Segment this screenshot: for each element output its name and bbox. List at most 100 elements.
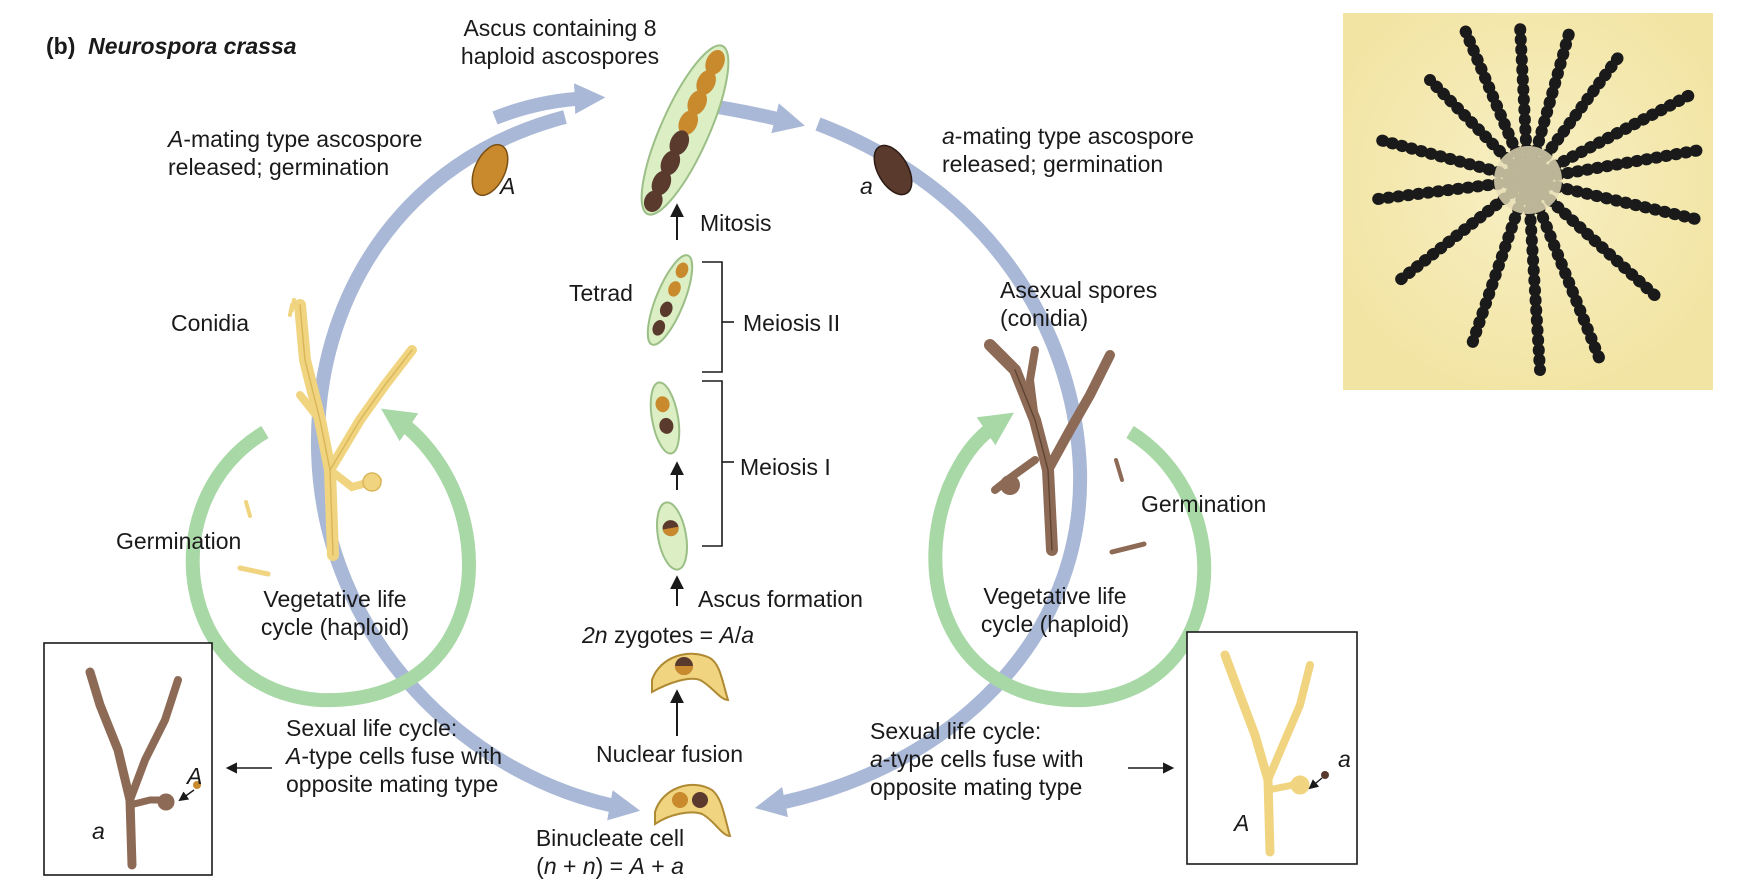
zygote-slash: /	[734, 622, 742, 648]
sexual-cycle-arrow-left	[310, 110, 641, 821]
meiosis1-bracket	[702, 380, 723, 547]
right-sexual-line2: a-type cells fuse with	[870, 745, 1084, 773]
asexual-line2: (conidia)	[1000, 305, 1089, 331]
right-veg-line1: Vegetative life	[983, 583, 1127, 609]
bn-n1: n	[543, 853, 557, 879]
left-conidium-fragment	[237, 565, 271, 577]
asexual-spores-label: Asexual spores (conidia)	[1000, 276, 1157, 332]
species-name: Neurospora crassa	[88, 33, 297, 59]
left-box-mycelium-label: a	[92, 818, 105, 844]
right-germination-label: Germination	[1141, 491, 1267, 517]
sexual-cycle-arrow-top-left	[492, 83, 606, 125]
right-box-cell-label: a	[1338, 746, 1351, 772]
nuclear-fusion-label: Nuclear fusion	[596, 741, 744, 767]
left-veg-arrow	[185, 408, 476, 708]
a-ascospore-label-rest: -mating type ascospore	[954, 123, 1194, 149]
left-veg-line2: cycle (haploid)	[260, 614, 410, 640]
zygote-cell-icon	[651, 652, 730, 702]
tetrad-ascus-icon	[646, 254, 694, 346]
binucleate-line1: Binucleate cell	[535, 825, 685, 851]
zygote-A: A	[719, 622, 735, 648]
A-ascospore-icon	[471, 143, 509, 197]
meiosis2-bracket	[702, 261, 723, 373]
right-vegetative-label: Vegetative life cycle (haploid)	[955, 582, 1155, 638]
meiosis-ascus-2-nuclei-icon	[649, 381, 681, 455]
right-conidium-fragment-2	[1114, 458, 1124, 482]
right-sexual-line3: opposite mating type	[870, 774, 1083, 800]
left-box-cell-label: A	[187, 763, 203, 789]
left-fusion-arrow	[178, 789, 195, 802]
left-sexual-symbol: A	[286, 743, 302, 769]
bn-eq: ) =	[595, 853, 630, 879]
mitosis-label: Mitosis	[700, 210, 772, 236]
right-sexual-label: Sexual life cycle: a-type cells fuse wit…	[870, 717, 1084, 801]
left-germination-label: Germination	[116, 528, 242, 554]
A-mycelium-small-icon	[1220, 650, 1314, 857]
right-veg-line2: cycle (haploid)	[980, 611, 1130, 637]
right-sexual-rest: -type cells fuse with	[882, 746, 1084, 772]
right-conidium-fragment	[1109, 541, 1147, 555]
ascus-8-spores-icon	[640, 44, 730, 216]
a-cell-small-icon	[1321, 771, 1329, 779]
right-vegetative-cycle	[928, 412, 1212, 708]
a-symbol: a	[942, 123, 955, 149]
bn-plus: +	[556, 853, 583, 879]
young-ascus-icon	[656, 501, 688, 571]
left-vegetative-label: Vegetative life cycle (haploid)	[240, 585, 430, 641]
right-sexual-line1: Sexual life cycle:	[870, 718, 1042, 744]
left-veg-line1: Vegetative life	[263, 586, 407, 612]
left-sexual-line3: opposite mating type	[286, 771, 499, 797]
zygote-text: zygotes =	[607, 622, 720, 648]
tetrad-label: Tetrad	[569, 280, 633, 306]
a-mycelium-small-icon	[85, 667, 182, 870]
left-sexual-line1: Sexual life cycle:	[286, 715, 458, 741]
meiosis2-label: Meiosis II	[743, 310, 841, 336]
a-ascospore-icon	[873, 144, 913, 196]
A-ascospore-label-rest: -mating type ascospore	[183, 126, 423, 152]
bn-n2: n	[582, 853, 596, 879]
binucleate-cell-icon	[654, 784, 732, 838]
right-fusion-arrow	[1308, 777, 1323, 790]
bn-plus2: +	[644, 853, 672, 879]
right-sexual-symbol: a	[870, 746, 883, 772]
zygote-2n: 2n	[582, 622, 608, 648]
bn-open: (	[536, 853, 544, 879]
a-ascospore-label: a-mating type ascospore released; germin…	[942, 122, 1194, 178]
A-cell-small-icon	[193, 781, 201, 789]
ascus-label: Ascus containing 8 haploid ascospores	[425, 14, 695, 70]
A-ascospore-label-line2: released; germination	[168, 154, 390, 180]
ascus-label-line1: Ascus containing 8	[463, 15, 657, 41]
zygote-a: a	[741, 622, 754, 648]
asexual-line1: Asexual spores	[1000, 277, 1158, 303]
right-veg-arrow	[928, 412, 1212, 708]
bn-a: a	[671, 853, 684, 879]
a-spore-tag: a	[860, 173, 873, 199]
panel-letter: (b)	[46, 33, 76, 59]
sexual-cycle-arrow-right	[754, 117, 1088, 818]
ascus-formation-label: Ascus formation	[698, 586, 863, 612]
ascus-label-line2: haploid ascospores	[460, 43, 660, 69]
left-vegetative-cycle	[185, 408, 476, 708]
left-sexual-rest: -type cells fuse with	[301, 743, 503, 769]
binucleate-line2: (n + n) = A + a	[500, 852, 720, 880]
A-symbol: A	[168, 126, 184, 152]
asci-rosette-photo	[1343, 13, 1713, 390]
meiosis1-label: Meiosis I	[740, 454, 831, 480]
left-conidium-fragment-2	[244, 500, 252, 518]
right-box-mycelium-label: A	[1234, 810, 1250, 836]
a-ascospore-label-line2: released; germination	[942, 151, 1164, 177]
binucleate-label: Binucleate cell (n + n) = A + a	[500, 824, 720, 880]
a-mycelium-conidia-icon	[984, 339, 1115, 556]
panel-title: (b) Neurospora crassa	[46, 32, 297, 60]
bn-A: A	[629, 853, 645, 879]
left-sexual-label: Sexual life cycle: A-type cells fuse wit…	[286, 714, 502, 798]
left-sexual-line2: A-type cells fuse with	[286, 742, 502, 770]
a-ascospore-label-line1: a-mating type ascospore	[942, 122, 1194, 150]
zygote-label: 2n zygotes = A/a	[582, 621, 754, 649]
A-ascospore-label-line1: A-mating type ascospore	[168, 125, 422, 153]
A-mycelium-conidia-icon	[288, 298, 417, 561]
A-spore-tag: A	[500, 173, 516, 199]
conidia-label: Conidia	[171, 310, 249, 336]
A-ascospore-label: A-mating type ascospore released; germin…	[168, 125, 422, 181]
